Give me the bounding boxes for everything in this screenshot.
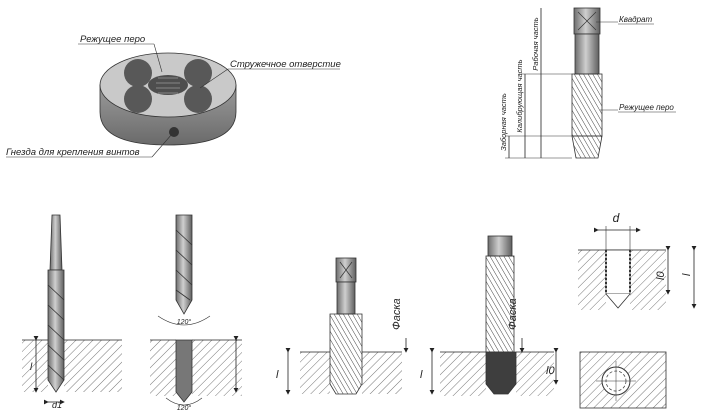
tapping-left [300,257,402,395]
drill-depth-label: l [30,362,33,373]
tap-working-part-label: Рабочая часть [531,17,540,70]
die-cutting-edge-label: Режущее перо [80,34,145,45]
drill-diameter-label: d1 [52,400,62,410]
tapping-right [440,235,554,396]
hole-plan-view [579,351,667,409]
die-sockets-label: Гнезда для крепления винтов [6,147,140,158]
tapping-chamfer-label-2: Фаска [507,298,519,330]
die-sockets-leader [151,133,173,158]
tap-square-label: Квадрат [619,15,652,24]
tapping-depth-label-2: l [420,369,423,381]
drill-bottom-angle-label: 120° [177,404,192,412]
hole-section [578,249,666,310]
tap-intake-part-label: Заборная часть [499,93,508,151]
die-chip-hole-leader [199,68,229,89]
tap-cutting-edge-label: Режущее перо [619,103,674,112]
drill-twist [175,214,193,315]
tapping-thread-label: l0 [546,365,555,377]
drill-workpiece-left [22,339,122,392]
die-illustration [99,52,237,146]
drill-tapered [47,214,65,393]
drill-point-angle-label: 120° [177,318,192,326]
tapping-chamfer-label-1: Фаска [391,298,403,330]
die-chip-hole-label: Стружечное отверстие [230,59,341,70]
tap-illustration [571,7,603,159]
hole-l-label: l [681,273,693,276]
die-edge-leader [153,43,163,73]
hole-l0-label: l0 [655,271,667,280]
hole-d-label: d [613,211,620,225]
drill-workpiece-right [150,339,242,403]
drill-point-angle-arc [157,315,211,326]
tap-calibrating-part-label: Калибрующая часть [515,59,524,132]
tapping-depth-label-1: l [276,369,279,381]
drill-bottom-angle-arc [165,397,203,406]
